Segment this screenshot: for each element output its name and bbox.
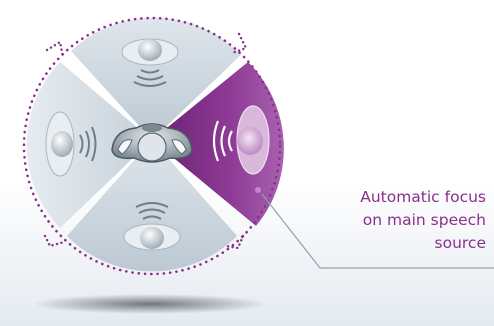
arrow-icon <box>43 32 248 250</box>
leader-line <box>261 193 494 269</box>
caption-line: Automatic focus <box>360 188 486 206</box>
sound-waves-icon <box>133 69 167 87</box>
floor-shadow <box>32 294 268 314</box>
hearing-aid-icon <box>111 123 193 163</box>
sound-waves-icon <box>212 120 233 162</box>
sector-right-focus <box>152 62 284 226</box>
caption-line: source <box>434 234 486 252</box>
sector-bottom <box>67 140 237 272</box>
caption-text: Automatic focus on main speech source <box>286 186 486 255</box>
focus-target-dot <box>255 187 261 193</box>
caption-line: on main speech <box>362 211 486 229</box>
sound-waves-icon <box>135 202 169 220</box>
dotted-ring <box>22 16 282 276</box>
person-head-icon <box>121 38 179 66</box>
person-head-icon <box>236 105 270 175</box>
person-head-icon <box>123 223 181 251</box>
person-head-icon <box>45 111 75 177</box>
sound-waves-icon <box>79 126 97 162</box>
